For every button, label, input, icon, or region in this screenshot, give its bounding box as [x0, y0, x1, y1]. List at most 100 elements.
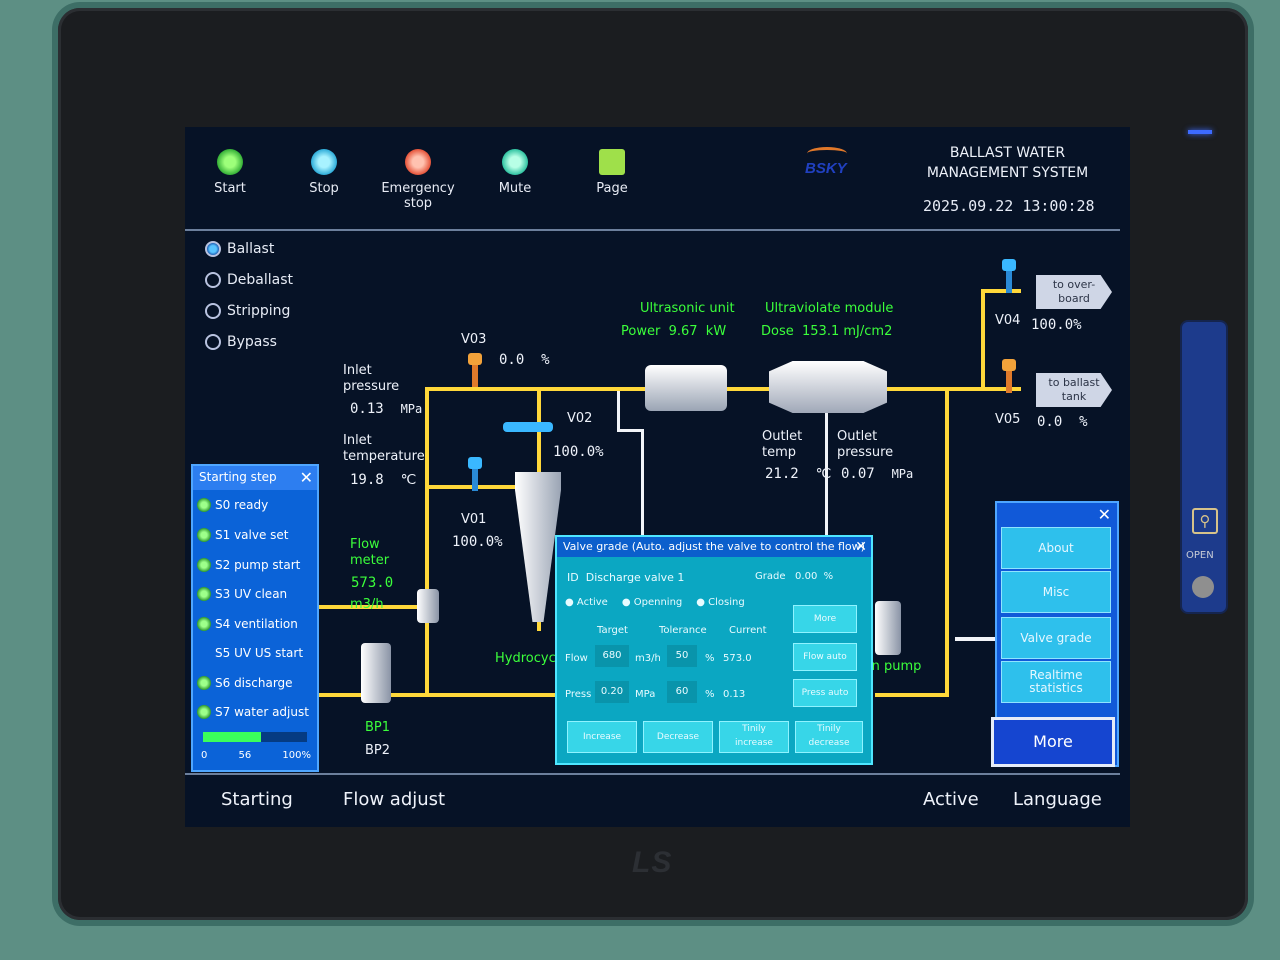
press-auto-button[interactable]: Press auto [793, 679, 857, 707]
valve-v04[interactable] [1002, 259, 1016, 293]
outlet-pressure-value: 0.07 [841, 466, 875, 482]
close-icon[interactable]: ✕ [855, 539, 867, 555]
press-row-label: Press [565, 689, 592, 700]
status-dot-icon [197, 705, 211, 719]
uv-module[interactable] [769, 361, 887, 413]
flow-target-input[interactable]: 680 [595, 645, 629, 667]
valve-v02[interactable] [503, 422, 553, 432]
system-title-line-1: BALLAST WATER [949, 145, 1066, 161]
step-label: S7 water adjust [215, 705, 309, 719]
inlet-pressure: 0.13 MPa [350, 401, 422, 417]
col-tolerance: Tolerance [659, 625, 707, 636]
flow-meter-device[interactable] [417, 589, 439, 623]
close-icon[interactable]: ✕ [1097, 505, 1111, 524]
outlet-temp-label-2: temp [762, 445, 797, 460]
valve-id-label: ID [567, 571, 579, 584]
active-tab[interactable]: Active [923, 789, 979, 810]
decrease-button[interactable]: Decrease [643, 721, 713, 753]
realtime-line-2: statistics [1029, 681, 1083, 695]
valve-more-button[interactable]: More [793, 605, 857, 633]
inlet-pressure-label-2: pressure [343, 379, 400, 394]
press-target-input[interactable]: 0.20 [595, 681, 629, 703]
language-button[interactable]: Language [1013, 789, 1102, 810]
scale-max: 100% [282, 750, 311, 761]
ultrasonic-unit[interactable] [645, 365, 727, 411]
stop-button[interactable]: Stop [279, 149, 369, 196]
outlet-temp-unit: ℃ [815, 466, 832, 482]
flow-auto-button[interactable]: Flow auto [793, 643, 857, 671]
outlet-sensor-line [825, 413, 828, 535]
status-dot-icon [197, 676, 211, 690]
mute-label: Mute [498, 181, 532, 196]
system-title-line-2: MANAGEMENT SYSTEM [926, 165, 1089, 181]
v03-label: V03 [461, 332, 487, 347]
step-s1[interactable]: S1 valve set [197, 528, 289, 542]
flow-adjust-tab[interactable]: Flow adjust [343, 789, 446, 810]
start-button[interactable]: Start [185, 149, 275, 196]
v03-unit: % [541, 352, 550, 368]
valve-v03[interactable] [468, 353, 482, 387]
step-s4[interactable]: S4 ventilation [197, 617, 298, 631]
starting-tab[interactable]: Starting [221, 789, 293, 810]
more-button[interactable]: More [991, 717, 1115, 767]
valve-grade-dialog: Valve grade (Auto. adjust the valve to c… [555, 535, 873, 765]
brand-logo: LS [632, 846, 673, 879]
step-s7[interactable]: S7 water adjust [197, 705, 309, 719]
sensor-line-1 [617, 391, 620, 431]
step-s6[interactable]: S6 discharge [197, 676, 293, 690]
valve-v05[interactable] [1002, 359, 1016, 393]
start-label: Start [214, 181, 246, 196]
step-s3[interactable]: S3 UV clean [197, 587, 287, 601]
close-icon[interactable]: ✕ [299, 468, 313, 487]
press-tolerance-input[interactable]: 60 [667, 681, 697, 703]
stop-label: Stop [309, 181, 339, 196]
valve-id: ID Discharge valve 1 [567, 571, 684, 584]
step-s5[interactable]: S5 UV US start [215, 646, 303, 660]
main-pump[interactable] [875, 601, 901, 655]
status-dot-icon [197, 528, 211, 542]
sensor-line-2 [617, 429, 643, 432]
mode-bypass[interactable]: Bypass [205, 334, 277, 350]
status-opening-label: Openning [633, 597, 683, 608]
start-progress-bar [203, 732, 307, 742]
scale-min: 0 [201, 750, 208, 761]
usb-cover[interactable]: ⚲ OPEN [1180, 320, 1228, 614]
mode-deballast[interactable]: Deballast [205, 272, 293, 288]
about-button[interactable]: About [1001, 527, 1111, 569]
uv-dose: Dose 153.1 mJ/cm2 [761, 324, 892, 340]
ultrasonic-power: Power 9.67 kW [621, 324, 726, 340]
status-dot-icon [197, 587, 211, 601]
step-s0[interactable]: S0 ready [197, 498, 268, 512]
valve-v01[interactable] [468, 457, 482, 491]
usb-latch[interactable] [1192, 576, 1214, 598]
flow-tolerance-input[interactable]: 50 [667, 645, 697, 667]
emergency-stop-button[interactable]: Emergency stop [373, 149, 463, 211]
emergency-icon [405, 149, 431, 175]
mode-ballast[interactable]: Ballast [205, 241, 274, 257]
tinily-increase-line-1: Tinily [742, 724, 766, 734]
mode-stripping[interactable]: Stripping [205, 303, 290, 319]
pipe-overboard [981, 289, 1021, 293]
mute-button[interactable]: Mute [470, 149, 560, 196]
pipe-ballast-tank [981, 387, 1021, 391]
flow-meter-unit: m3/h [350, 597, 384, 612]
page-button[interactable]: Page [567, 149, 657, 196]
valve-grade-button[interactable]: Valve grade [1001, 617, 1111, 659]
mode-label: Deballast [227, 272, 294, 288]
bp2-label: BP2 [365, 743, 391, 758]
col-current: Current [729, 625, 767, 636]
misc-button[interactable]: Misc [1001, 571, 1111, 613]
pipe-steps-link [315, 605, 425, 609]
booster-pump[interactable] [361, 643, 391, 703]
status-active: ● Active [565, 597, 608, 608]
step-label: S1 valve set [215, 528, 289, 542]
step-s2[interactable]: S2 pump start [197, 558, 300, 572]
increase-button[interactable]: Increase [567, 721, 637, 753]
status-closing: ● Closing [696, 597, 745, 608]
to-overboard-line-2: board [1058, 292, 1090, 305]
